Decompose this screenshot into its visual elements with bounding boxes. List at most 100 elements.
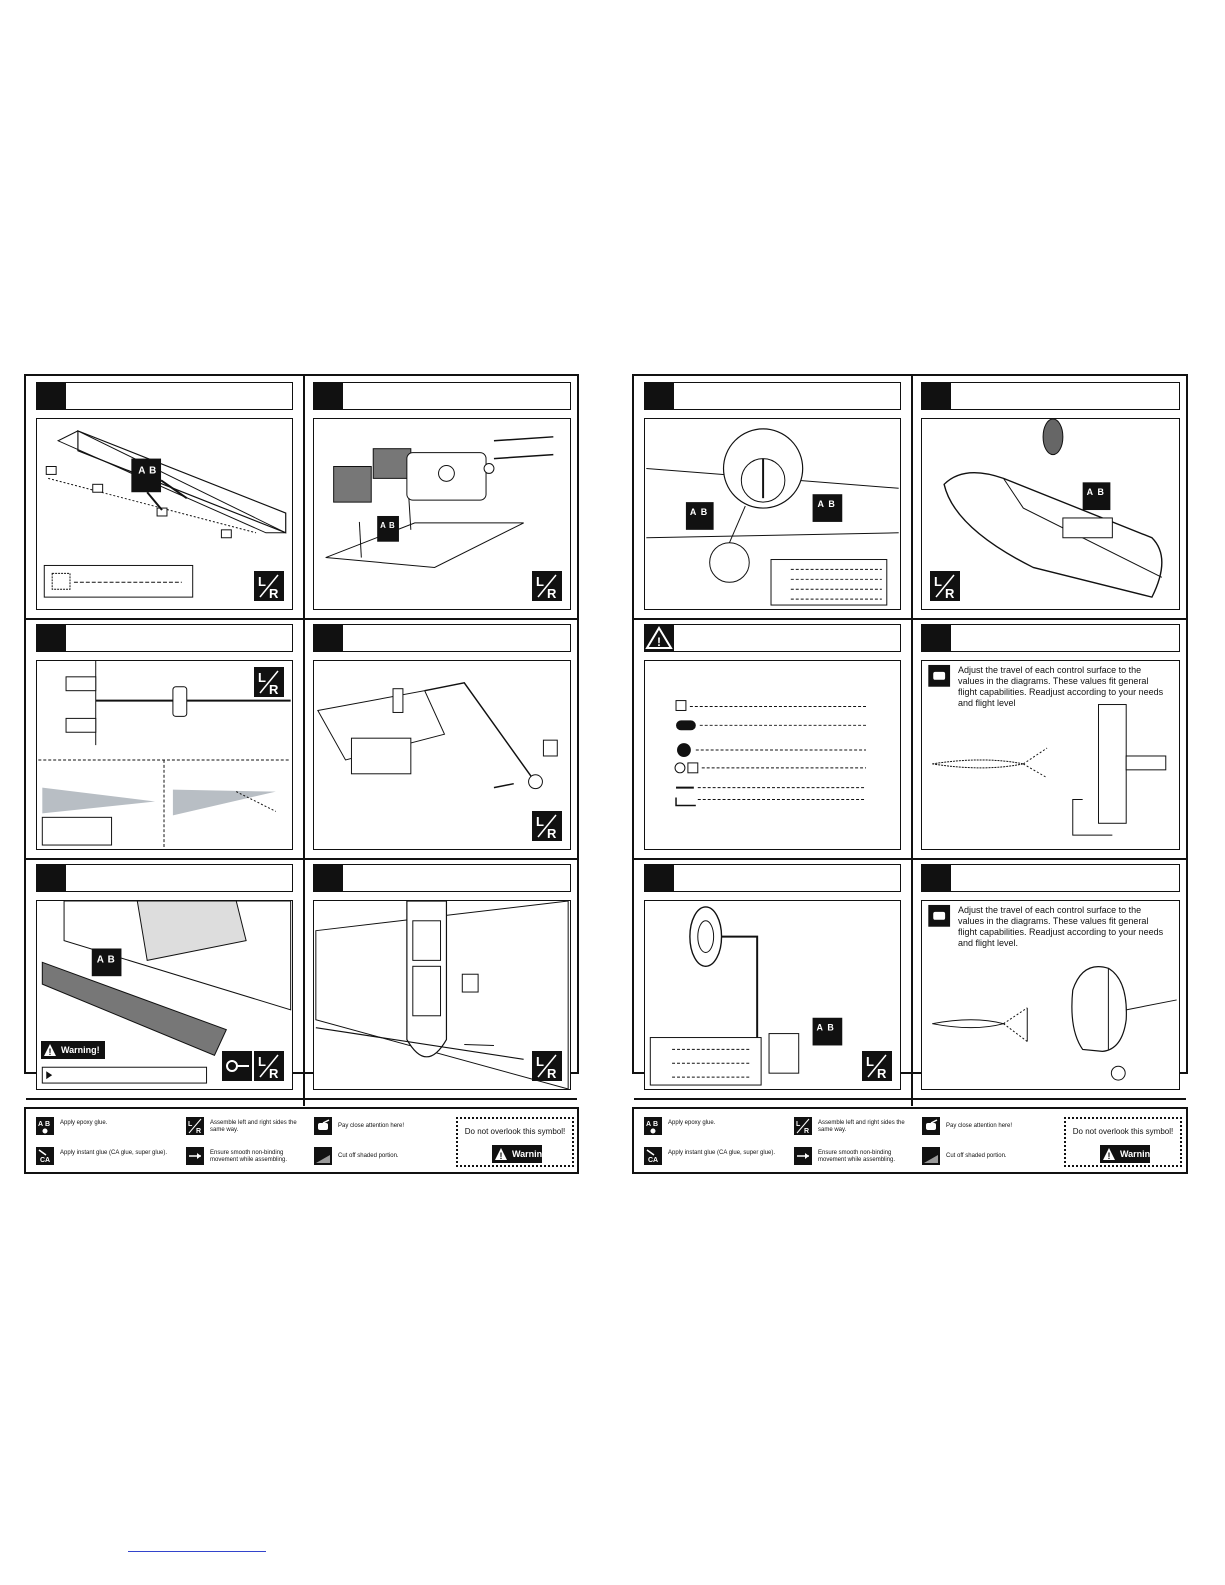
svg-text:L: L: [258, 574, 266, 589]
bottom-link-underline[interactable]: [128, 1551, 266, 1552]
legend-cut-text: Cut off shaded portion.: [946, 1153, 1007, 1159]
warning-triangle-icon: !: [495, 1148, 507, 1161]
step-header: !: [644, 624, 901, 652]
svg-text:L: L: [536, 1054, 544, 1069]
step-number-box: [36, 382, 66, 410]
warning-label: ! Warning!: [41, 1041, 105, 1059]
step-header: [921, 624, 1180, 652]
svg-text:A: A: [646, 1121, 651, 1128]
legend-smooth-text: Ensure smooth non-binding movement while…: [818, 1150, 896, 1163]
svg-text:R: R: [196, 1128, 201, 1135]
svg-text:B: B: [389, 521, 395, 530]
svg-text:L: L: [934, 574, 942, 589]
svg-text:R: R: [547, 586, 557, 601]
warning-header-box: !: [644, 624, 674, 652]
step-header: [313, 382, 571, 410]
step-number-box: [644, 864, 674, 892]
step-header: [644, 864, 901, 892]
parts-list-illustration: [674, 700, 867, 807]
svg-text:CA: CA: [648, 1157, 658, 1164]
step-header: [313, 624, 571, 652]
hinge-illustration: A B: [43, 430, 287, 598]
overlook-box: Do not overlook this symbol! ! Warning!: [456, 1117, 574, 1167]
grid-divider-row1: [634, 618, 1186, 620]
parts-list-diagram: [644, 660, 901, 850]
svg-text:!: !: [49, 1047, 52, 1057]
fuselage-wheel-illustration: A B: [943, 419, 1163, 598]
overlook-text: Do not overlook this symbol!: [1072, 1127, 1174, 1136]
cut-shaded-icon: [314, 1147, 332, 1165]
svg-text:R: R: [804, 1128, 809, 1135]
step-number-box: [921, 624, 951, 652]
svg-text:A: A: [138, 465, 145, 476]
svg-text:B: B: [827, 1023, 834, 1033]
svg-text:B: B: [828, 499, 835, 509]
svg-text:L: L: [258, 670, 266, 685]
right-page: A B A B A B: [632, 374, 1190, 1106]
svg-text:A: A: [690, 507, 697, 517]
legend-attention-text: Pay close attention here!: [946, 1123, 1013, 1129]
warning-triangle-icon: !: [645, 626, 673, 649]
overlook-text: Do not overlook this symbol!: [464, 1127, 566, 1136]
svg-text:L: L: [796, 1121, 801, 1128]
svg-text:L: L: [258, 1054, 266, 1069]
warning-text: Warning!: [1120, 1149, 1159, 1159]
step-number-box: [313, 382, 343, 410]
lr-icon: LR: [186, 1117, 204, 1135]
svg-text:R: R: [945, 586, 955, 601]
legend-ca-text: Apply instant glue (CA glue, super glue)…: [60, 1150, 168, 1156]
overlook-box: Do not overlook this symbol! ! Warning!: [1064, 1117, 1182, 1167]
svg-text:A: A: [38, 1121, 43, 1128]
grid-divider-vertical: [303, 376, 305, 1106]
svg-text:R: R: [269, 586, 279, 601]
svg-text:A: A: [1087, 487, 1094, 497]
aileron-illustration: A B: [41, 901, 292, 1084]
grid-divider-row2: [26, 858, 577, 860]
step-number-box: [313, 864, 343, 892]
svg-text:!: !: [500, 1151, 503, 1161]
rudder-throw-diagram: Adjust the travel of each control surfac…: [921, 900, 1180, 1090]
svg-text:R: R: [269, 682, 279, 697]
svg-text:B: B: [1098, 487, 1105, 497]
throw-note-2: Adjust the travel of each control surfac…: [958, 905, 1164, 948]
cut-shaded-icon: [922, 1147, 940, 1165]
svg-text:R: R: [877, 1066, 887, 1081]
step-number-box: [36, 624, 66, 652]
svg-text:!: !: [657, 635, 661, 649]
step-header: [36, 864, 293, 892]
step-elevator-throw: Adjust the travel of each control surfac…: [911, 618, 1190, 858]
cut-icon: [222, 1051, 252, 1081]
legend-attention-text: Pay close attention here!: [338, 1123, 405, 1129]
grid-divider-row1: [26, 618, 577, 620]
svg-text:B: B: [653, 1121, 658, 1128]
wing-detail-diagram: A B A B: [644, 418, 901, 610]
grid-divider-row2: [634, 858, 1186, 860]
step-header: [921, 382, 1180, 410]
svg-text:R: R: [547, 1066, 557, 1081]
throw-note-1: Adjust the travel of each control surfac…: [958, 665, 1164, 708]
step-warning-parts: !: [634, 618, 911, 858]
landing-gear-illustration: A B: [649, 906, 843, 1086]
warning-label: ! Warning!: [492, 1145, 551, 1163]
svg-text:A: A: [818, 499, 825, 509]
step-header: [313, 864, 571, 892]
legend-same-way-text: Assemble left and right sides the same w…: [210, 1120, 297, 1133]
step-number-box: [36, 864, 66, 892]
pointing-hand-icon: [314, 1117, 332, 1135]
